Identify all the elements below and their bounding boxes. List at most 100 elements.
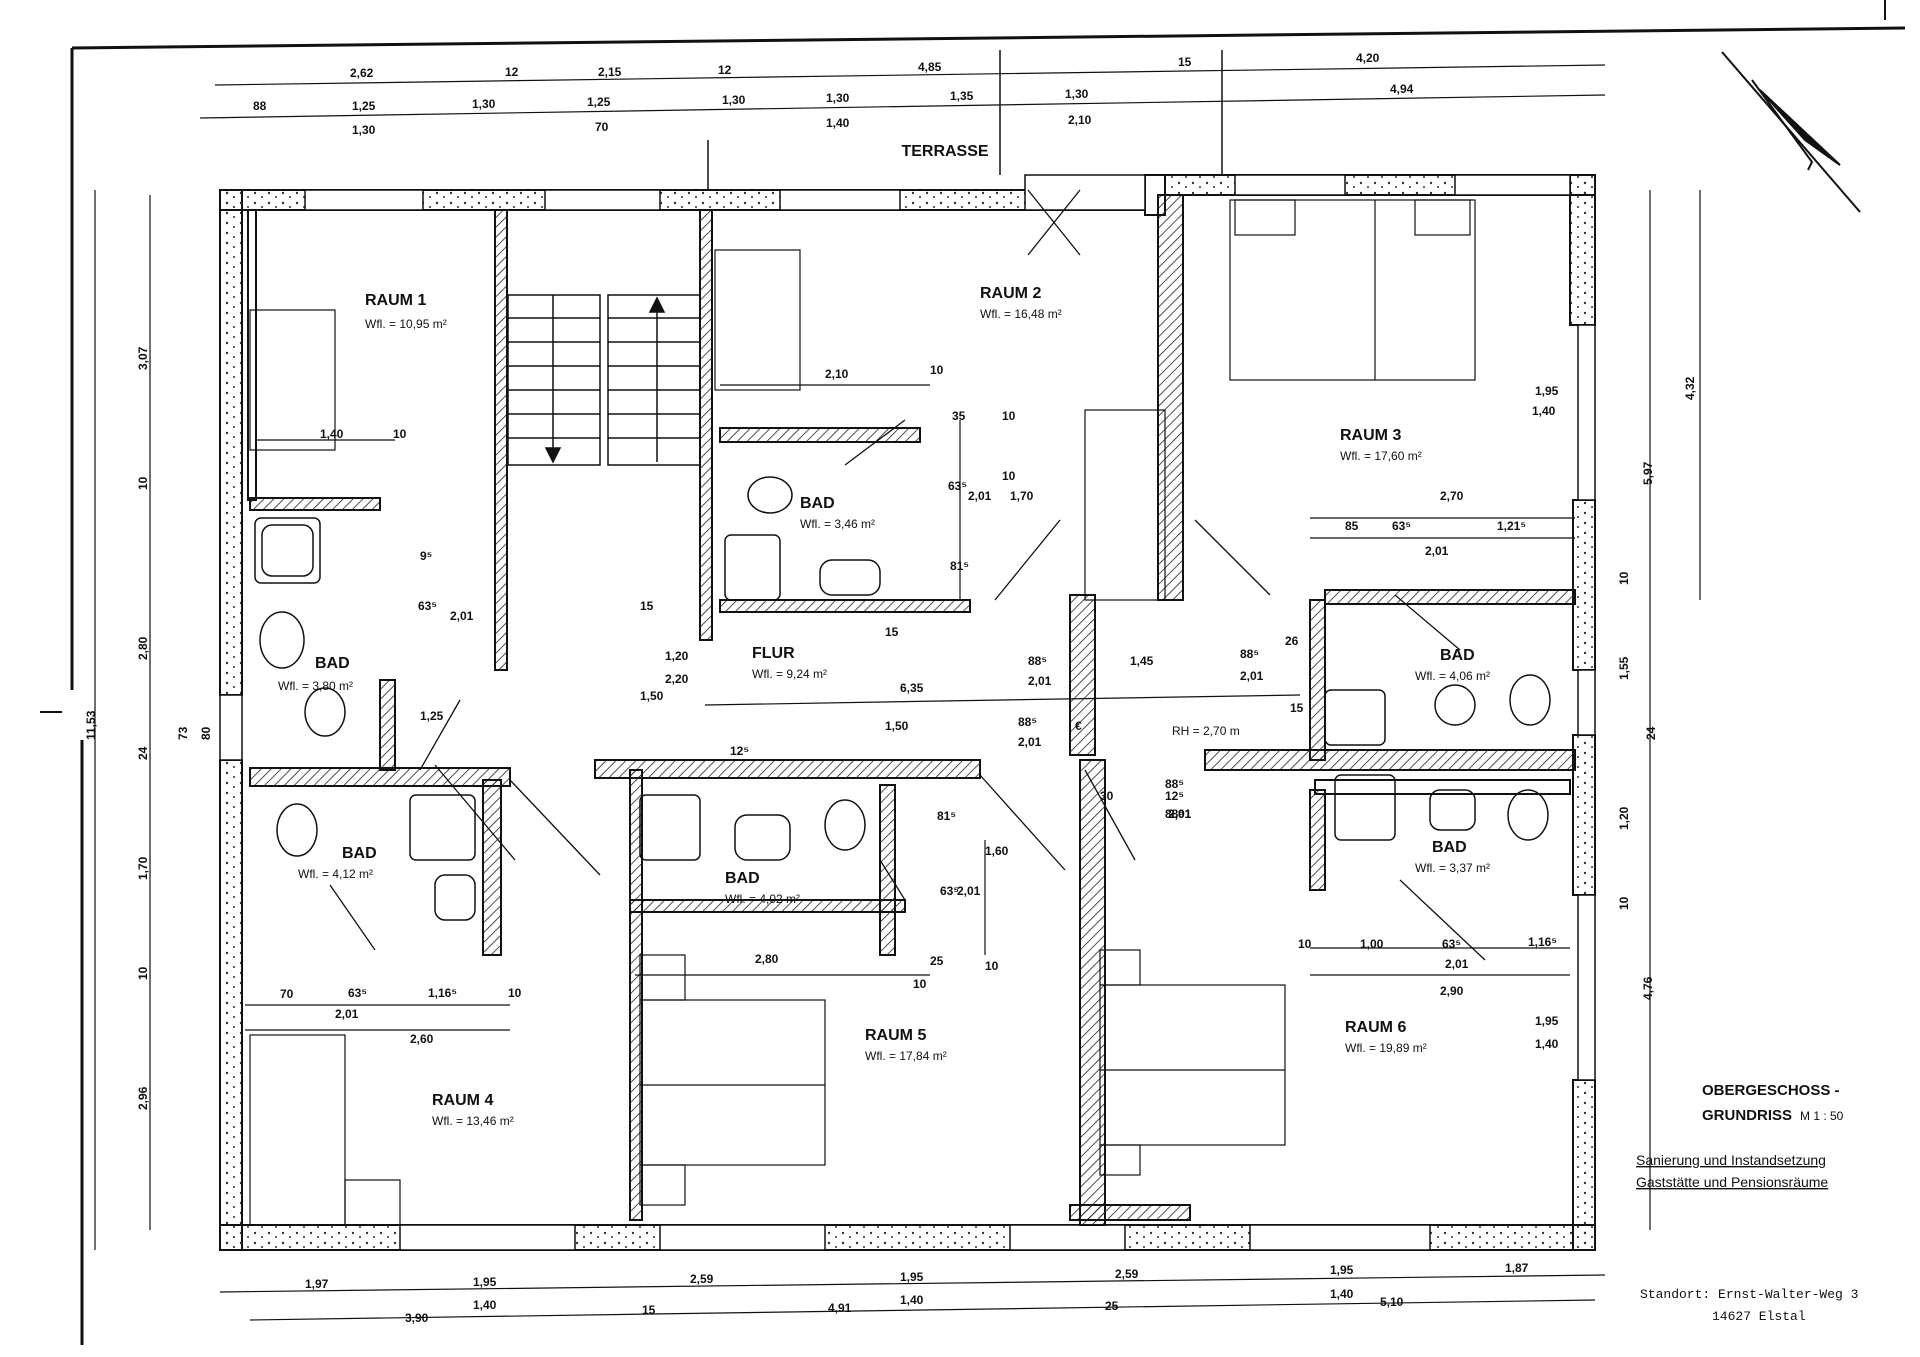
- interior-dimension-19: 6,35: [900, 681, 924, 695]
- dim-top-1-5: 15: [1178, 55, 1192, 69]
- drawing-scale: M 1 : 50: [1800, 1109, 1844, 1123]
- interior-dimension-16: 1,50: [640, 689, 664, 703]
- exterior-walls: [219, 50, 1596, 1251]
- furniture: [249, 199, 1476, 1226]
- dim-top-3-3: 2,10: [1068, 113, 1092, 127]
- interior-dimension-48: 63⁵: [348, 986, 367, 1000]
- interior-dimension-64: 2,01: [1445, 957, 1469, 971]
- interior-dimension-49: 1,16⁵: [428, 986, 457, 1000]
- location-line1: Standort: Ernst-Walter-Weg 3: [1640, 1287, 1858, 1302]
- interior-dimension-36: 12⁵: [1165, 789, 1184, 803]
- interior-dimension-21: 2,01: [1028, 674, 1052, 688]
- bath-3-name: BAD: [1440, 647, 1475, 664]
- dim-top-2-1: 1,25: [352, 99, 376, 113]
- room-5-area: Wfl. = 17,84 m²: [865, 1049, 947, 1063]
- interior-dimension-7: 63⁵: [948, 479, 967, 493]
- interior-dimension-26: 15: [1290, 701, 1304, 715]
- interior-dimension-15: 15: [640, 599, 654, 613]
- bath-3-area: Wfl. = 4,06 m²: [1415, 669, 1490, 683]
- interior-dimension-25: 26: [1285, 634, 1299, 648]
- interior-dimension-59: 1,40: [1532, 404, 1556, 418]
- drawing-title-line2: GRUNDRISS: [1702, 1107, 1792, 1124]
- dim-top-1-6: 4,20: [1356, 51, 1380, 65]
- dim-top-2-5: 1,30: [826, 91, 850, 105]
- interior-dimension-44: 10: [985, 959, 999, 973]
- dim-left-1: 10: [136, 476, 150, 490]
- dim-top-2-7: 1,30: [1065, 87, 1089, 101]
- dim-bottom-1-5: 1,95: [1330, 1263, 1354, 1277]
- room-4-name: RAUM 4: [432, 1092, 493, 1109]
- interior-dimension-63: 1,16⁵: [1528, 935, 1557, 949]
- bath-1-name: BAD: [315, 655, 350, 672]
- interior-dimension-8: 2,01: [968, 489, 992, 503]
- dim-bottom-2-2: 1,40: [1330, 1287, 1354, 1301]
- interior-dimension-10: 81⁵: [950, 559, 969, 573]
- hallway-area: Wfl. = 9,24 m²: [752, 667, 827, 681]
- dimension-lines: [94, 64, 1701, 1321]
- dim-bottom-1-4: 2,59: [1115, 1267, 1139, 1281]
- bath-labels: BAD Wfl. = 3,80 m² BAD Wfl. = 3,46 m² BA…: [278, 495, 1490, 906]
- interior-dimension-22: 1,45: [1130, 654, 1154, 668]
- dim-bottom-1-2: 2,59: [690, 1272, 714, 1286]
- interior-dimension-5: 10: [1002, 409, 1016, 423]
- interior-dimension-1: 10: [930, 363, 944, 377]
- dim-bottom-3-1: 15: [642, 1303, 656, 1317]
- dim-left-3: 24: [136, 746, 150, 760]
- interior-dimension-56: 1,21⁵: [1497, 519, 1526, 533]
- dim-left-outer: 11,53: [84, 710, 98, 740]
- dim-left-window-0: 73: [176, 726, 190, 740]
- dim-top-1-0: 2,62: [350, 66, 374, 80]
- project-line2: Gaststätte und Pensionsräume: [1636, 1174, 1828, 1190]
- bath-2-name: BAD: [800, 495, 835, 512]
- room-1-name: RAUM 1: [365, 292, 426, 309]
- room-2-name: RAUM 2: [980, 285, 1041, 302]
- north-arrow-icon: [1721, 51, 1861, 213]
- dim-bottom-2-0: 1,40: [473, 1298, 497, 1312]
- room-height-label: RH = 2,70 m: [1172, 724, 1240, 738]
- dim-bottom-2-1: 1,40: [900, 1293, 924, 1307]
- interior-dimension-30: 88⁵: [1018, 715, 1037, 729]
- interior-dimension-61: 1,00: [1360, 937, 1384, 951]
- interior-dimension-51: 2,01: [335, 1007, 359, 1021]
- interior-dimension-9: 1,70: [1010, 489, 1034, 503]
- sheet-frame: [40, 0, 1906, 1345]
- interior-dimension-41: 2,01: [957, 884, 981, 898]
- interior-dimension-54: 85: [1345, 519, 1359, 533]
- dim-left-2: 2,80: [136, 636, 150, 660]
- dimension-labels: 2,62 12 2,15 12 4,85 15 4,20 88 1,25 1,3…: [84, 51, 1697, 1325]
- staircase: [507, 294, 701, 466]
- dim-top-2-0: 88: [253, 99, 267, 113]
- interior-dimension-0: 2,10: [825, 367, 849, 381]
- title-block: OBERGESCHOSS - GRUNDRISS M 1 : 50 Sanier…: [1636, 1082, 1858, 1324]
- interior-dimension-66: 1,95: [1535, 1014, 1559, 1028]
- interior-dimension-12: 63⁵: [418, 599, 437, 613]
- interior-walls: [247, 194, 1576, 1226]
- room-4-area: Wfl. = 13,46 m²: [432, 1114, 514, 1128]
- room-2-area: Wfl. = 16,48 m²: [980, 307, 1062, 321]
- interior-dimension-28: 1,50: [885, 719, 909, 733]
- dim-left-4: 1,70: [136, 856, 150, 880]
- interior-dimension-11: 9⁵: [420, 549, 432, 563]
- dim-right-0: 10: [1617, 571, 1631, 585]
- interior-dimension-6: 10: [1002, 469, 1016, 483]
- interior-dimension-18: 2,20: [665, 672, 689, 686]
- terrace-label: TERRASSE: [901, 143, 988, 160]
- dim-bottom-1-6: 1,87: [1505, 1261, 1529, 1275]
- dim-top-3-1: 70: [595, 120, 609, 134]
- dim-bottom-1-1: 1,95: [473, 1275, 497, 1289]
- dim-right-1: 1,55: [1617, 656, 1631, 680]
- dim-top-2-3: 1,25: [587, 95, 611, 109]
- dim-right-outer-2: 4,76: [1641, 976, 1655, 1000]
- bath-6-name: BAD: [1432, 839, 1467, 856]
- dim-bottom-3-2: 4,91: [828, 1301, 852, 1315]
- dim-bottom-1-0: 1,97: [305, 1277, 329, 1291]
- room-6-name: RAUM 6: [1345, 1019, 1406, 1036]
- interior-dimension-43: 25: [930, 954, 944, 968]
- dim-right-2: 24: [1644, 726, 1658, 740]
- interior-dimension-33: 88⁵: [1165, 777, 1184, 791]
- interior-dimension-38: 2,01: [1168, 807, 1192, 821]
- interior-dimension-39: 81⁵: [937, 809, 956, 823]
